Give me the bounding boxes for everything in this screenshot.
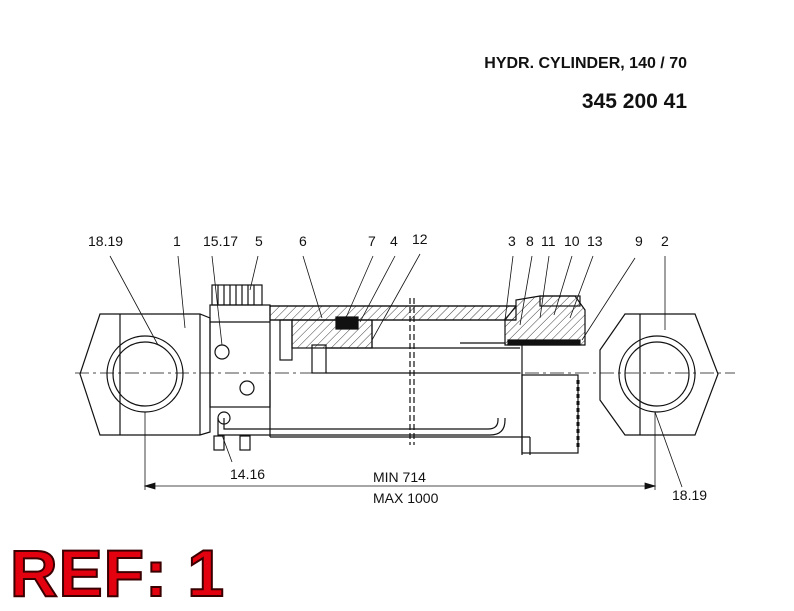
callout-10: 10 xyxy=(564,233,580,249)
callout-4: 4 xyxy=(390,233,398,249)
callout-9: 9 xyxy=(635,233,643,249)
dimension-line xyxy=(143,412,657,490)
piston xyxy=(279,316,373,374)
right-clevis xyxy=(599,313,719,436)
ref-label: REF: 1 xyxy=(9,535,226,611)
callout-6: 6 xyxy=(299,233,307,249)
callout-2: 2 xyxy=(661,233,669,249)
rod-gland xyxy=(504,295,586,455)
piston-rod xyxy=(326,342,520,374)
callout-1: 1 xyxy=(173,233,181,249)
port-block xyxy=(209,284,271,408)
dimension-max: MAX 1000 xyxy=(373,490,439,506)
dimension-min: MIN 714 xyxy=(373,469,426,485)
callout-18-19-right: 18.19 xyxy=(672,487,707,503)
left-clevis xyxy=(79,313,211,436)
part-number: 345 200 41 xyxy=(581,90,687,113)
callout-5: 5 xyxy=(255,233,263,249)
callout-12: 12 xyxy=(412,231,428,247)
callout-14-16: 14.16 xyxy=(230,466,265,482)
callout-13: 13 xyxy=(587,233,603,249)
callout-7: 7 xyxy=(368,233,376,249)
drawing-title: HYDR. CYLINDER, 140 / 70 xyxy=(484,55,687,72)
callout-18-19-left: 18.19 xyxy=(88,233,123,249)
leader-lines xyxy=(109,253,683,488)
callout-15-17: 15.17 xyxy=(203,233,238,249)
callout-11: 11 xyxy=(541,233,556,249)
callout-3: 3 xyxy=(508,233,516,249)
hose-line xyxy=(213,411,506,451)
callout-8: 8 xyxy=(526,233,534,249)
